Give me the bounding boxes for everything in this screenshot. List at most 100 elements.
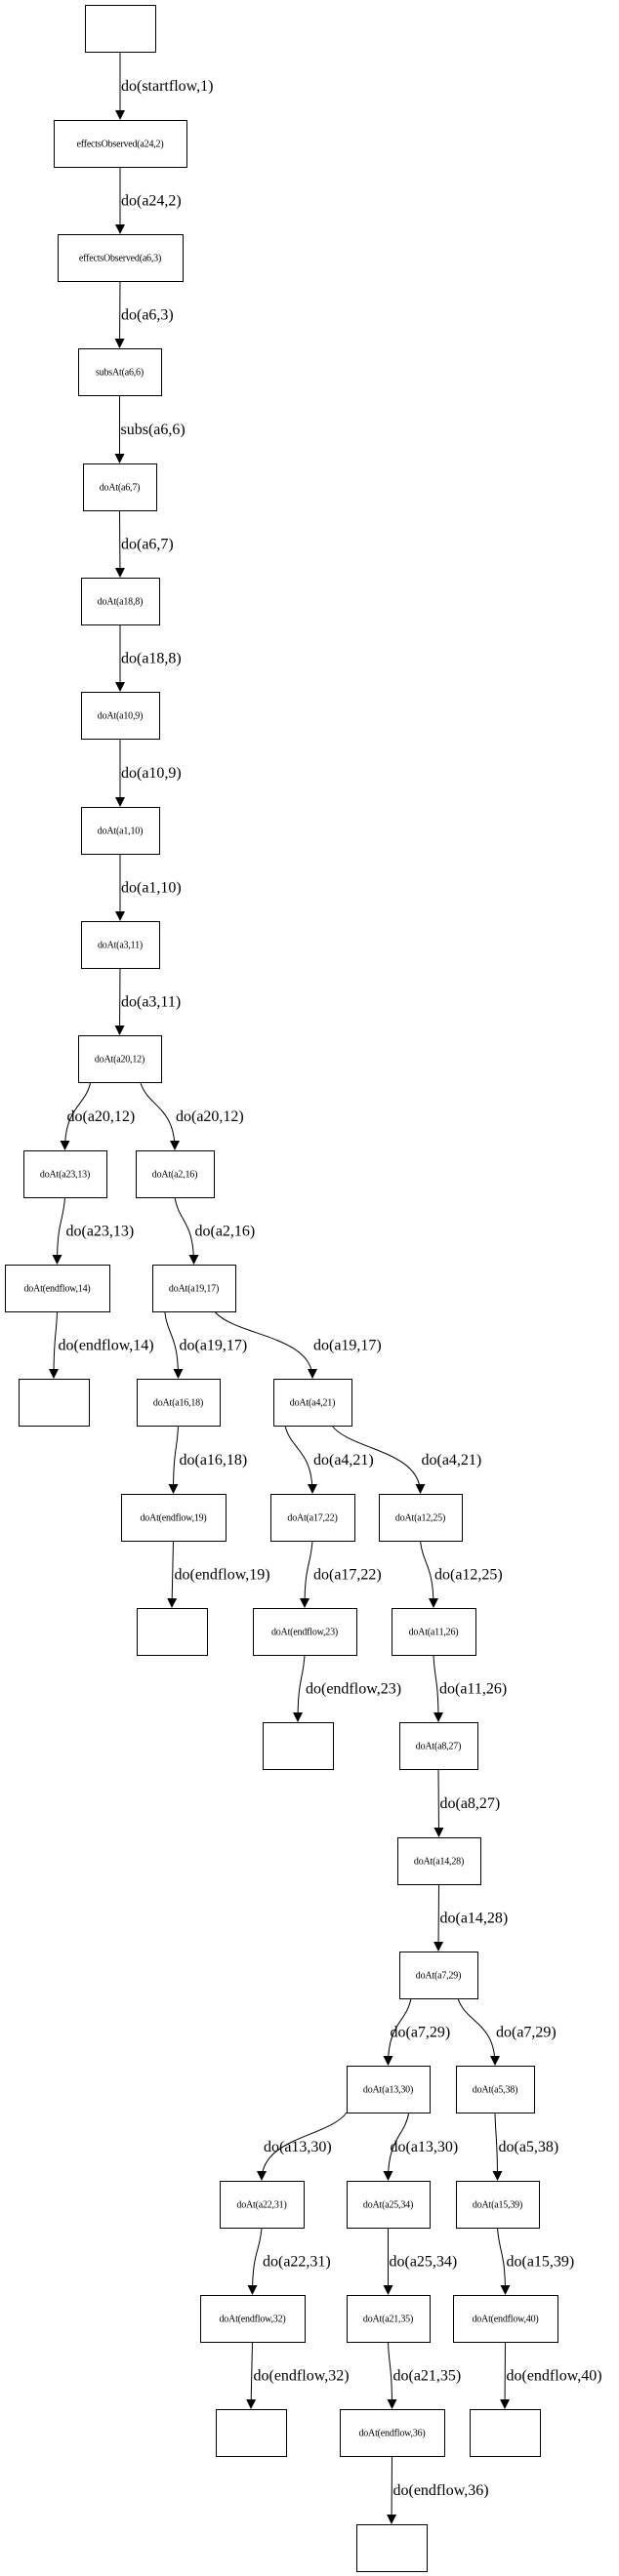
edge-line <box>433 1768 444 1837</box>
edge-line <box>257 2112 348 2181</box>
node-label: doAt(a18,8) <box>98 597 143 608</box>
node-label: doAt(endflow,32) <box>219 2314 285 2325</box>
node-label: doAt(a19,17) <box>169 1284 219 1295</box>
edge: do(a24,2) <box>115 167 182 234</box>
state-node: doAt(endflow,32) <box>200 2295 306 2343</box>
node-box <box>81 807 160 855</box>
edge-label: do(startflow,1) <box>121 78 214 95</box>
node-label: doAt(endflow,36) <box>358 2429 425 2439</box>
state-node: subsAt(a6,6) <box>78 348 162 396</box>
edge-line <box>387 2341 397 2409</box>
edge-label: do(a4,21) <box>422 1452 482 1469</box>
node-box <box>399 1722 478 1770</box>
node-box <box>220 2181 305 2229</box>
empty-terminal-node <box>19 1379 90 1427</box>
edge: do(a2,16) <box>174 1196 255 1265</box>
state-node: doAt(a1,10) <box>81 807 160 855</box>
edge-label: do(a19,17) <box>313 1338 382 1354</box>
edge-line <box>214 1310 317 1379</box>
state-node: doAt(a10,9) <box>81 692 160 740</box>
node-label: doAt(a6,7) <box>100 483 141 494</box>
edge: do(a23,13) <box>52 1196 135 1265</box>
edge-label: do(a1,10) <box>121 880 182 897</box>
edge-label: do(a3,11) <box>121 994 181 1011</box>
edge-line <box>284 1425 317 1494</box>
node-box <box>392 1608 476 1656</box>
edge: do(a7,29) <box>457 1997 557 2066</box>
edge-line <box>60 1081 92 1150</box>
edge-line <box>52 1196 65 1265</box>
edge-label: do(a23,13) <box>66 1224 135 1240</box>
edge: do(a17,22) <box>300 1540 382 1608</box>
node-box <box>136 1150 215 1198</box>
node-label: effectsObserved(a6,3) <box>79 254 161 264</box>
node-box <box>347 2066 431 2113</box>
edge: do(endflow,14) <box>49 1310 154 1379</box>
empty-terminal-node <box>263 1722 334 1770</box>
node-label: doAt(a5,38) <box>473 2085 517 2096</box>
node-label: doAt(a13,30) <box>363 2085 413 2096</box>
edge-label: do(a20,12) <box>67 1108 136 1125</box>
edge-line <box>433 1654 443 1722</box>
node-label: doAt(a22,31) <box>236 2200 286 2211</box>
node-box <box>347 2295 431 2343</box>
edge: do(a18,8) <box>115 624 182 692</box>
edge: do(endflow,19) <box>167 1540 270 1608</box>
state-node: effectsObserved(a6,3) <box>58 234 184 282</box>
edge: do(a8,27) <box>433 1768 500 1837</box>
edge-line <box>114 509 125 578</box>
node-box <box>58 234 184 282</box>
node-label: doAt(a14,28) <box>414 1857 464 1868</box>
state-node: effectsObserved(a24,2) <box>54 120 187 168</box>
node-label: doAt(a2,16) <box>152 1170 197 1181</box>
node-label: doAt(a4,21) <box>290 1398 335 1409</box>
state-node: doAt(a3,11) <box>81 921 160 969</box>
edge-line <box>433 1883 444 1952</box>
state-node: doAt(endflow,40) <box>453 2295 558 2343</box>
edge: do(a20,12) <box>140 1081 244 1150</box>
edge-line <box>140 1081 180 1150</box>
state-node: doAt(a2,16) <box>136 1150 215 1198</box>
edge-line <box>383 2112 410 2181</box>
edge-line <box>247 2227 263 2295</box>
edge-label: do(a4,21) <box>313 1452 374 1469</box>
edge-label: do(a18,8) <box>121 651 182 667</box>
edge: do(a6,7) <box>114 509 174 578</box>
state-node: doAt(a16,18) <box>137 1379 221 1427</box>
node-label: doAt(a12,25) <box>395 1513 445 1524</box>
node-box <box>263 1722 334 1770</box>
edge: do(a7,29) <box>383 1997 450 2066</box>
node-label: doAt(a7,29) <box>416 1971 461 1982</box>
edge-label: do(a21,35) <box>393 2368 462 2385</box>
state-node: doAt(a21,35) <box>347 2295 431 2343</box>
edge-line <box>246 2341 257 2409</box>
node-box <box>397 1837 481 1885</box>
node-box <box>273 1379 352 1427</box>
edge: do(a1,10) <box>115 854 182 921</box>
edge-label: do(a14,28) <box>440 1911 509 1927</box>
state-node: doAt(a11,26) <box>392 1608 476 1656</box>
node-label: doAt(a15,39) <box>473 2200 522 2211</box>
edge: do(a25,34) <box>383 2228 457 2295</box>
state-node: doAt(a12,25) <box>379 1494 463 1542</box>
node-box <box>152 1265 236 1312</box>
state-node: doAt(endflow,14) <box>5 1265 110 1312</box>
edge: subs(a6,6) <box>114 395 186 463</box>
edge: do(a20,12) <box>60 1081 136 1150</box>
node-label: doAt(a23,13) <box>40 1170 90 1181</box>
state-node: doAt(endflow,19) <box>121 1494 227 1542</box>
node-label: doAt(endflow,19) <box>140 1513 206 1524</box>
node-label: doAt(a1,10) <box>98 826 143 837</box>
node-label: doAt(a11,26) <box>409 1628 459 1638</box>
edge: do(a12,25) <box>420 1540 503 1608</box>
edge: do(a22,31) <box>247 2227 331 2295</box>
node-box <box>5 1265 110 1312</box>
edge-label: do(a11,26) <box>439 1681 507 1698</box>
node-box <box>270 1494 355 1542</box>
node-box <box>470 2409 541 2457</box>
edge-label: do(a17,22) <box>313 1567 382 1584</box>
state-node: doAt(a15,39) <box>456 2181 540 2229</box>
edge: do(a11,26) <box>433 1654 507 1722</box>
node-box <box>23 1150 107 1198</box>
edge: do(endflow,32) <box>246 2341 350 2409</box>
